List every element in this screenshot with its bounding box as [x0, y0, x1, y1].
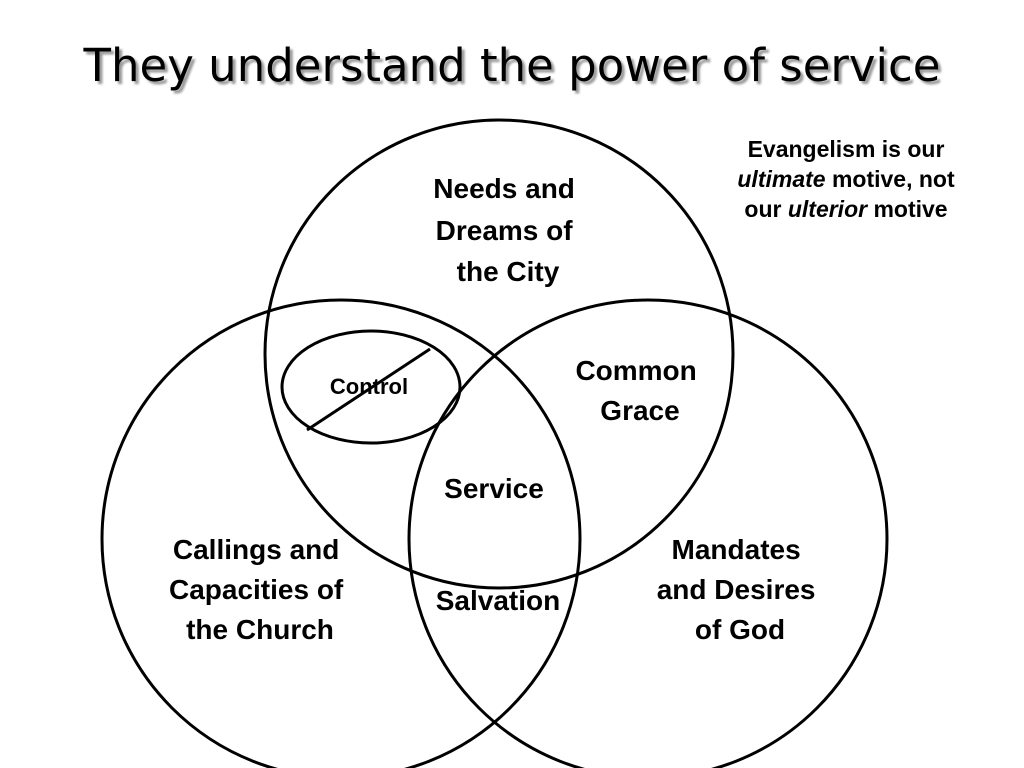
- evangelism-note: Evangelism is our ultimate motive, not o…: [690, 134, 1002, 224]
- god-label-line-3: of God: [695, 614, 785, 645]
- note-ultimate: ultimate: [737, 166, 826, 192]
- city-circle: [263, 118, 735, 590]
- common-grace-line-2: Grace: [600, 395, 679, 426]
- control-strike-line: [306, 347, 431, 432]
- note-line-2: ultimate motive, not: [690, 164, 1002, 194]
- slide-title: They understand the power of service: [83, 39, 941, 92]
- note-line-3-rest: motive: [867, 196, 948, 222]
- god-circle: [407, 298, 889, 768]
- church-label: Callings and Capacities of the Church: [169, 534, 351, 645]
- city-label-line-2: Dreams of: [436, 215, 574, 246]
- note-ulterior: ulterior: [787, 196, 868, 222]
- control-label: Control: [330, 374, 408, 399]
- city-label: Needs and Dreams of the City: [433, 173, 582, 287]
- god-label: Mandates and Desires of God: [657, 534, 824, 645]
- common-grace-label: Common Grace: [575, 355, 704, 426]
- city-label-line-1: Needs and: [433, 173, 575, 204]
- city-label-line-3: the City: [457, 256, 560, 287]
- service-label: Service: [444, 473, 544, 504]
- salvation-label: Salvation: [436, 585, 560, 616]
- note-line-2-rest: motive, not: [825, 166, 955, 192]
- god-label-line-2: and Desires: [657, 574, 816, 605]
- note-line-1: Evangelism is our: [747, 136, 945, 162]
- god-label-line-1: Mandates: [672, 534, 801, 565]
- church-label-line-2: Capacities of: [169, 574, 344, 605]
- church-label-line-3: the Church: [186, 614, 334, 645]
- church-circle: [100, 298, 582, 768]
- note-line-3: our ulterior motive: [690, 194, 1002, 224]
- church-label-line-1: Callings and: [173, 534, 339, 565]
- note-line-3-pre: our: [744, 196, 788, 222]
- control-ellipse: [280, 329, 462, 445]
- common-grace-line-1: Common: [575, 355, 696, 386]
